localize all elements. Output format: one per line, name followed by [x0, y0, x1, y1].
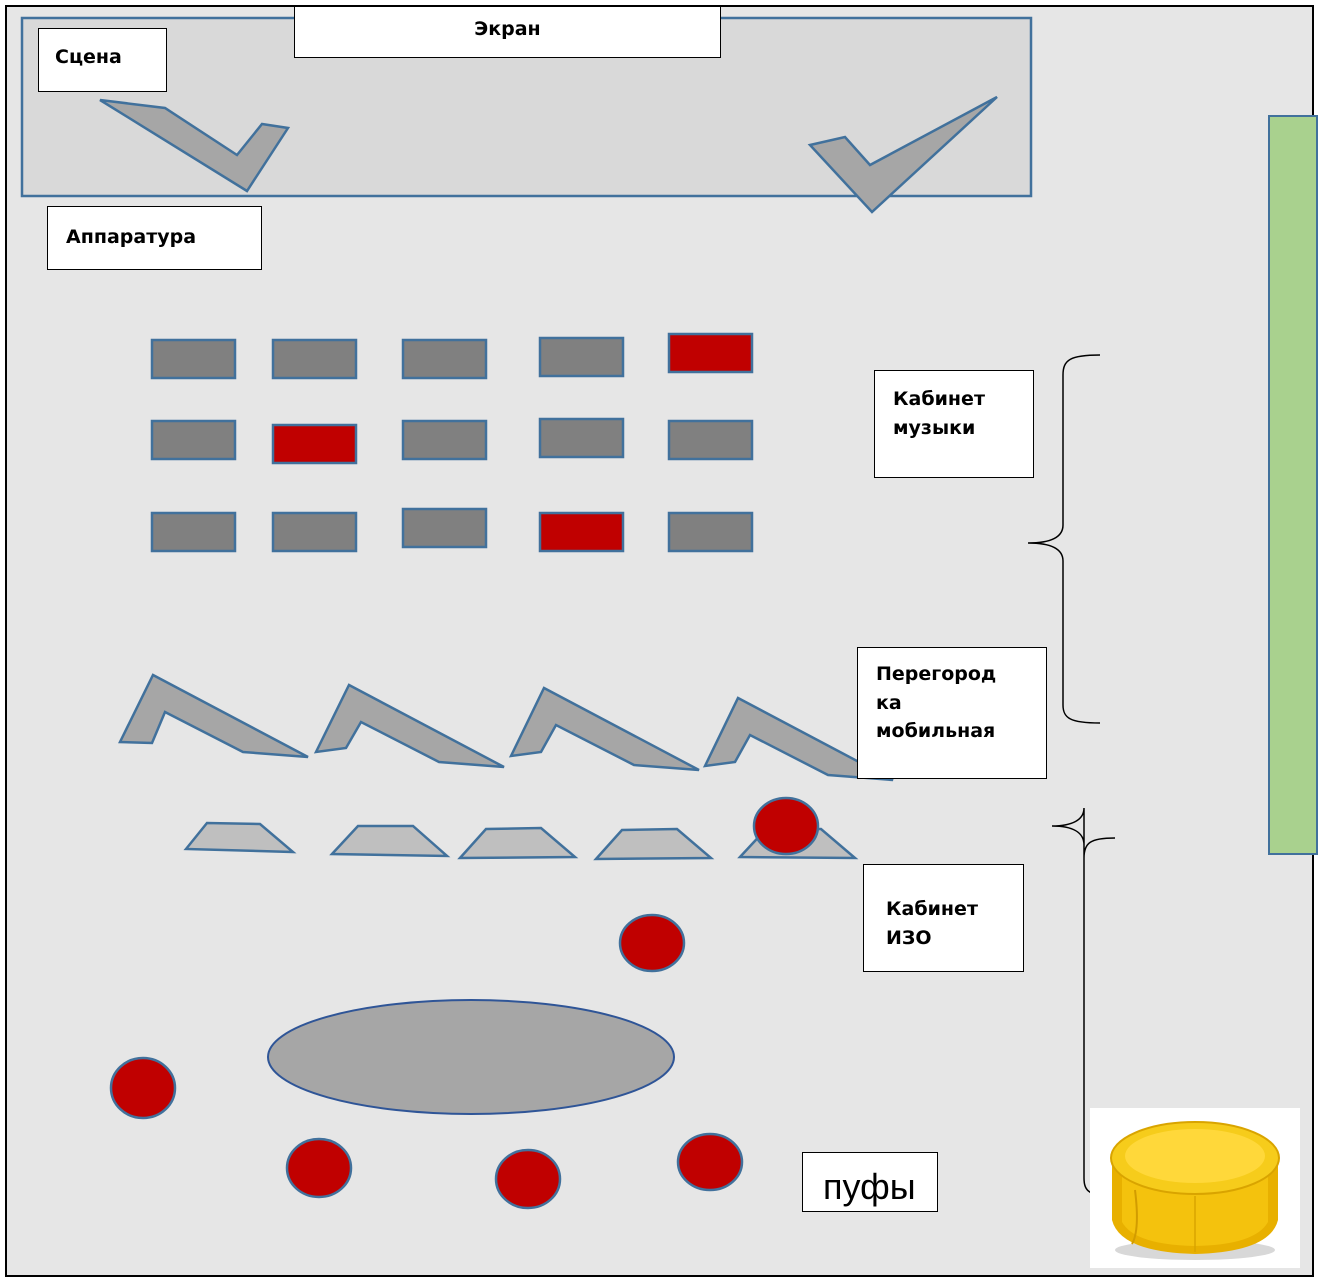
desk [150, 419, 237, 461]
desk [271, 511, 358, 553]
partition-2 [313, 683, 505, 769]
pouf-circle [494, 1148, 562, 1210]
pouf-circle [618, 913, 686, 973]
small-table-4 [593, 827, 715, 861]
desk [150, 511, 237, 553]
desk [667, 511, 754, 553]
yellow-pouf-icon [1090, 1108, 1300, 1268]
art-room-curly-brace [1051, 807, 1116, 1197]
desk [538, 336, 625, 378]
desk-highlighted [538, 511, 625, 553]
desk [401, 507, 488, 549]
small-table-3 [457, 826, 579, 860]
art-table [267, 999, 675, 1115]
pouf-circle [285, 1137, 353, 1199]
desk [271, 338, 358, 380]
equipment-label: Аппаратура [47, 206, 262, 270]
music-room-bracket [1027, 354, 1101, 724]
poufs [109, 796, 820, 1210]
partition-4 [702, 696, 894, 782]
partition-1 [118, 673, 309, 759]
desk [401, 419, 488, 461]
desk [538, 417, 625, 459]
stage-label: Сцена [38, 28, 167, 92]
pouf-circle [109, 1056, 177, 1120]
pouf-circle [676, 1132, 744, 1192]
desk [150, 338, 237, 380]
partition-label: Перегород ка мобильная [857, 647, 1047, 779]
desk [667, 419, 754, 461]
music-room-label: Кабинет музыки [874, 370, 1034, 478]
screen-label: Экран [294, 6, 721, 58]
stage-speaker-right [807, 95, 998, 214]
desk [401, 338, 488, 380]
small-table-1 [183, 821, 297, 854]
stage-speaker-left [99, 98, 291, 193]
desk-highlighted [667, 332, 754, 374]
music-desks [150, 332, 754, 553]
partition-3 [508, 686, 700, 772]
window-wall [1268, 115, 1318, 855]
small-table-2 [329, 824, 451, 858]
poufs-label: пуфы [802, 1152, 938, 1212]
art-room-label: Кабинет ИЗО [863, 864, 1024, 972]
desk-highlighted [271, 423, 358, 465]
pouf-circle [752, 796, 820, 856]
